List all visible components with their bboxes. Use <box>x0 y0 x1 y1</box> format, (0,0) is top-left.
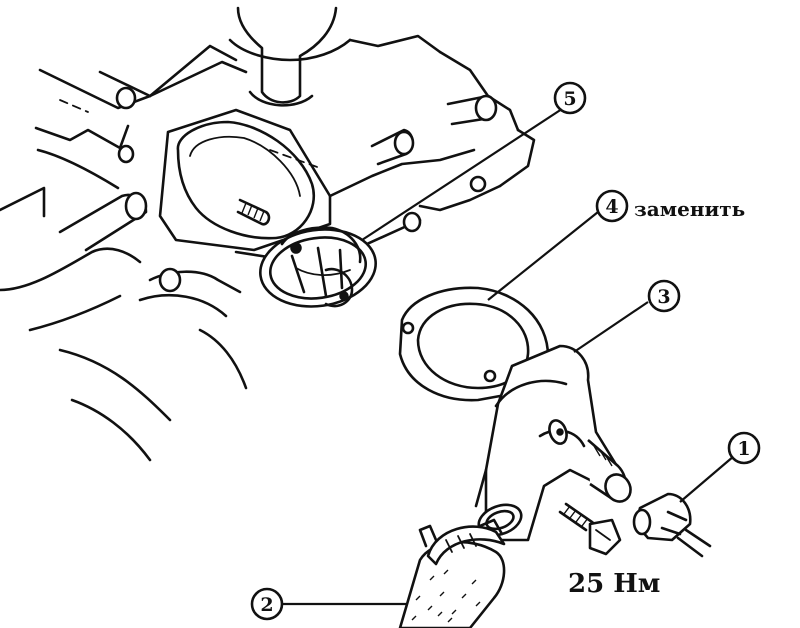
leader-lines <box>282 104 735 606</box>
replace-label: заменить <box>634 197 745 221</box>
callout-5: 5 <box>553 81 587 115</box>
thermostat-housing <box>474 344 632 542</box>
callout-3: 3 <box>647 279 681 313</box>
temperature-sensor <box>632 492 712 558</box>
thermostat <box>259 226 377 308</box>
callout-2: 2 <box>250 587 284 621</box>
callout-label: 5 <box>563 88 576 110</box>
callout-label: 1 <box>737 438 750 460</box>
callout-label: 4 <box>605 196 618 218</box>
callout-1: 1 <box>727 431 761 465</box>
callout-label: 3 <box>657 286 670 308</box>
callout-label: 2 <box>260 594 273 616</box>
callout-4: 4 <box>595 189 629 223</box>
torque-label: 25 Нм <box>568 569 660 599</box>
coolant-hose <box>398 518 506 628</box>
housing-bolt <box>558 502 622 556</box>
